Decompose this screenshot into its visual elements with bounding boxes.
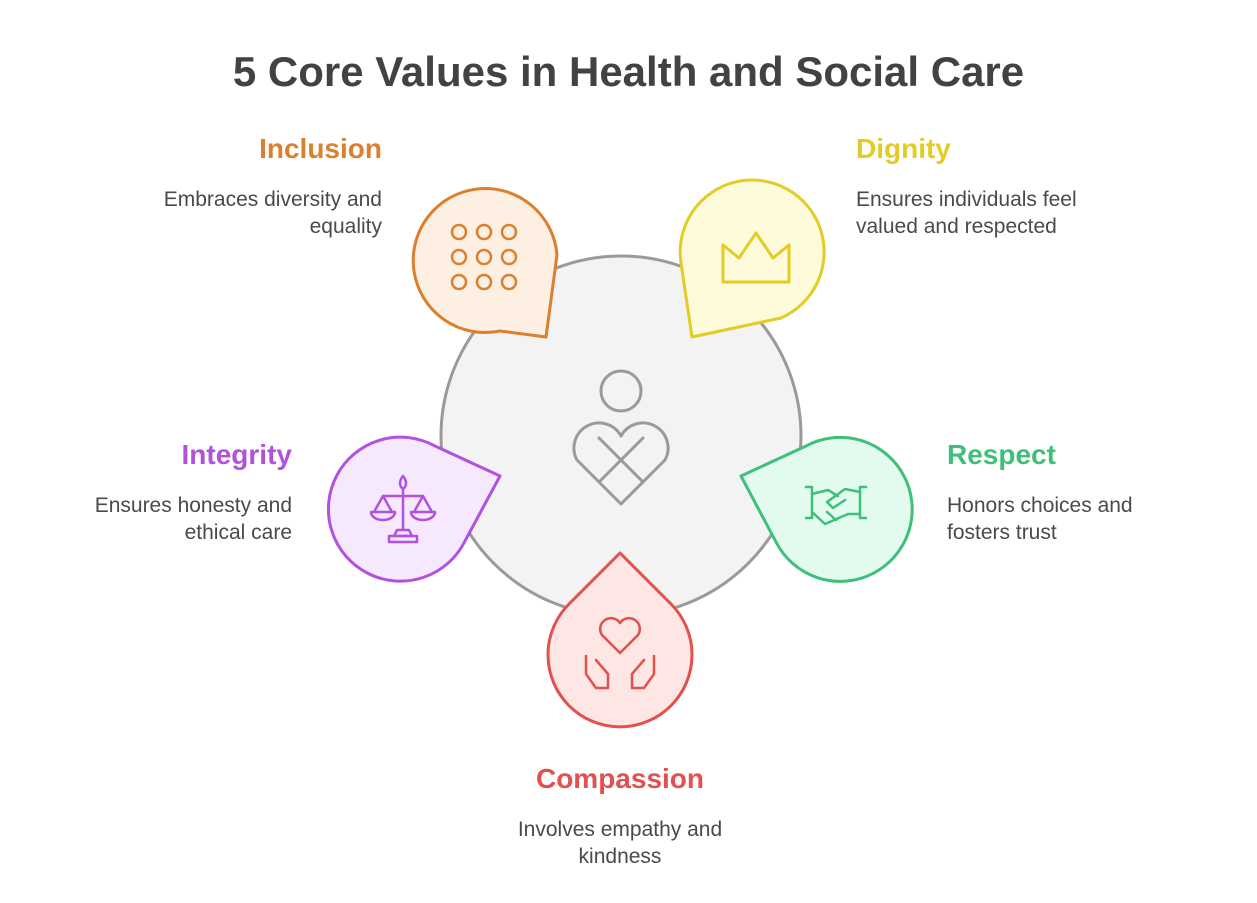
compassion-desc-line: kindness xyxy=(578,845,662,868)
page-title: 5 Core Values in Health and Social Care xyxy=(232,48,1025,95)
dignity-drop xyxy=(678,178,826,339)
respect-drop xyxy=(739,435,914,583)
crown-icon xyxy=(721,231,791,284)
integrity-title: Integrity xyxy=(181,439,292,470)
inclusion-desc-line: equality xyxy=(309,215,382,238)
integrity-desc: Ensures honesty and ethical care xyxy=(95,492,292,546)
respect-desc-line: fosters trust xyxy=(947,521,1057,544)
scales-icon xyxy=(369,474,437,544)
respect-desc: Honors choices and fosters trust xyxy=(947,492,1133,546)
inclusion-desc: Embraces diversity and equality xyxy=(164,186,382,240)
inclusion-desc-line: Embraces diversity and xyxy=(163,188,382,211)
dignity-title: Dignity xyxy=(856,133,951,164)
respect-desc-line: Honors choices and xyxy=(947,494,1133,517)
person-heart-icon xyxy=(572,369,670,506)
respect-title: Respect xyxy=(947,439,1056,470)
dots-grid-icon xyxy=(450,223,518,291)
inclusion-drop xyxy=(411,187,559,339)
integrity-drop xyxy=(326,435,502,583)
dignity-desc: Ensures individuals feel valued and resp… xyxy=(856,186,1077,240)
compassion-drop xyxy=(546,551,694,729)
dignity-desc-line: Ensures individuals feel xyxy=(856,188,1077,211)
compassion-desc-line: Involves empathy and xyxy=(517,818,723,841)
integrity-desc-line: Ensures honesty and xyxy=(94,494,292,517)
heart-hands-icon xyxy=(584,616,656,690)
compassion-title: Compassion xyxy=(535,763,705,794)
handshake-icon xyxy=(804,485,868,526)
inclusion-title: Inclusion xyxy=(259,133,382,164)
integrity-desc-line: ethical care xyxy=(184,521,292,544)
dignity-desc-line: valued and respected xyxy=(856,215,1057,238)
compassion-desc: Involves empathy and kindness xyxy=(470,816,770,870)
